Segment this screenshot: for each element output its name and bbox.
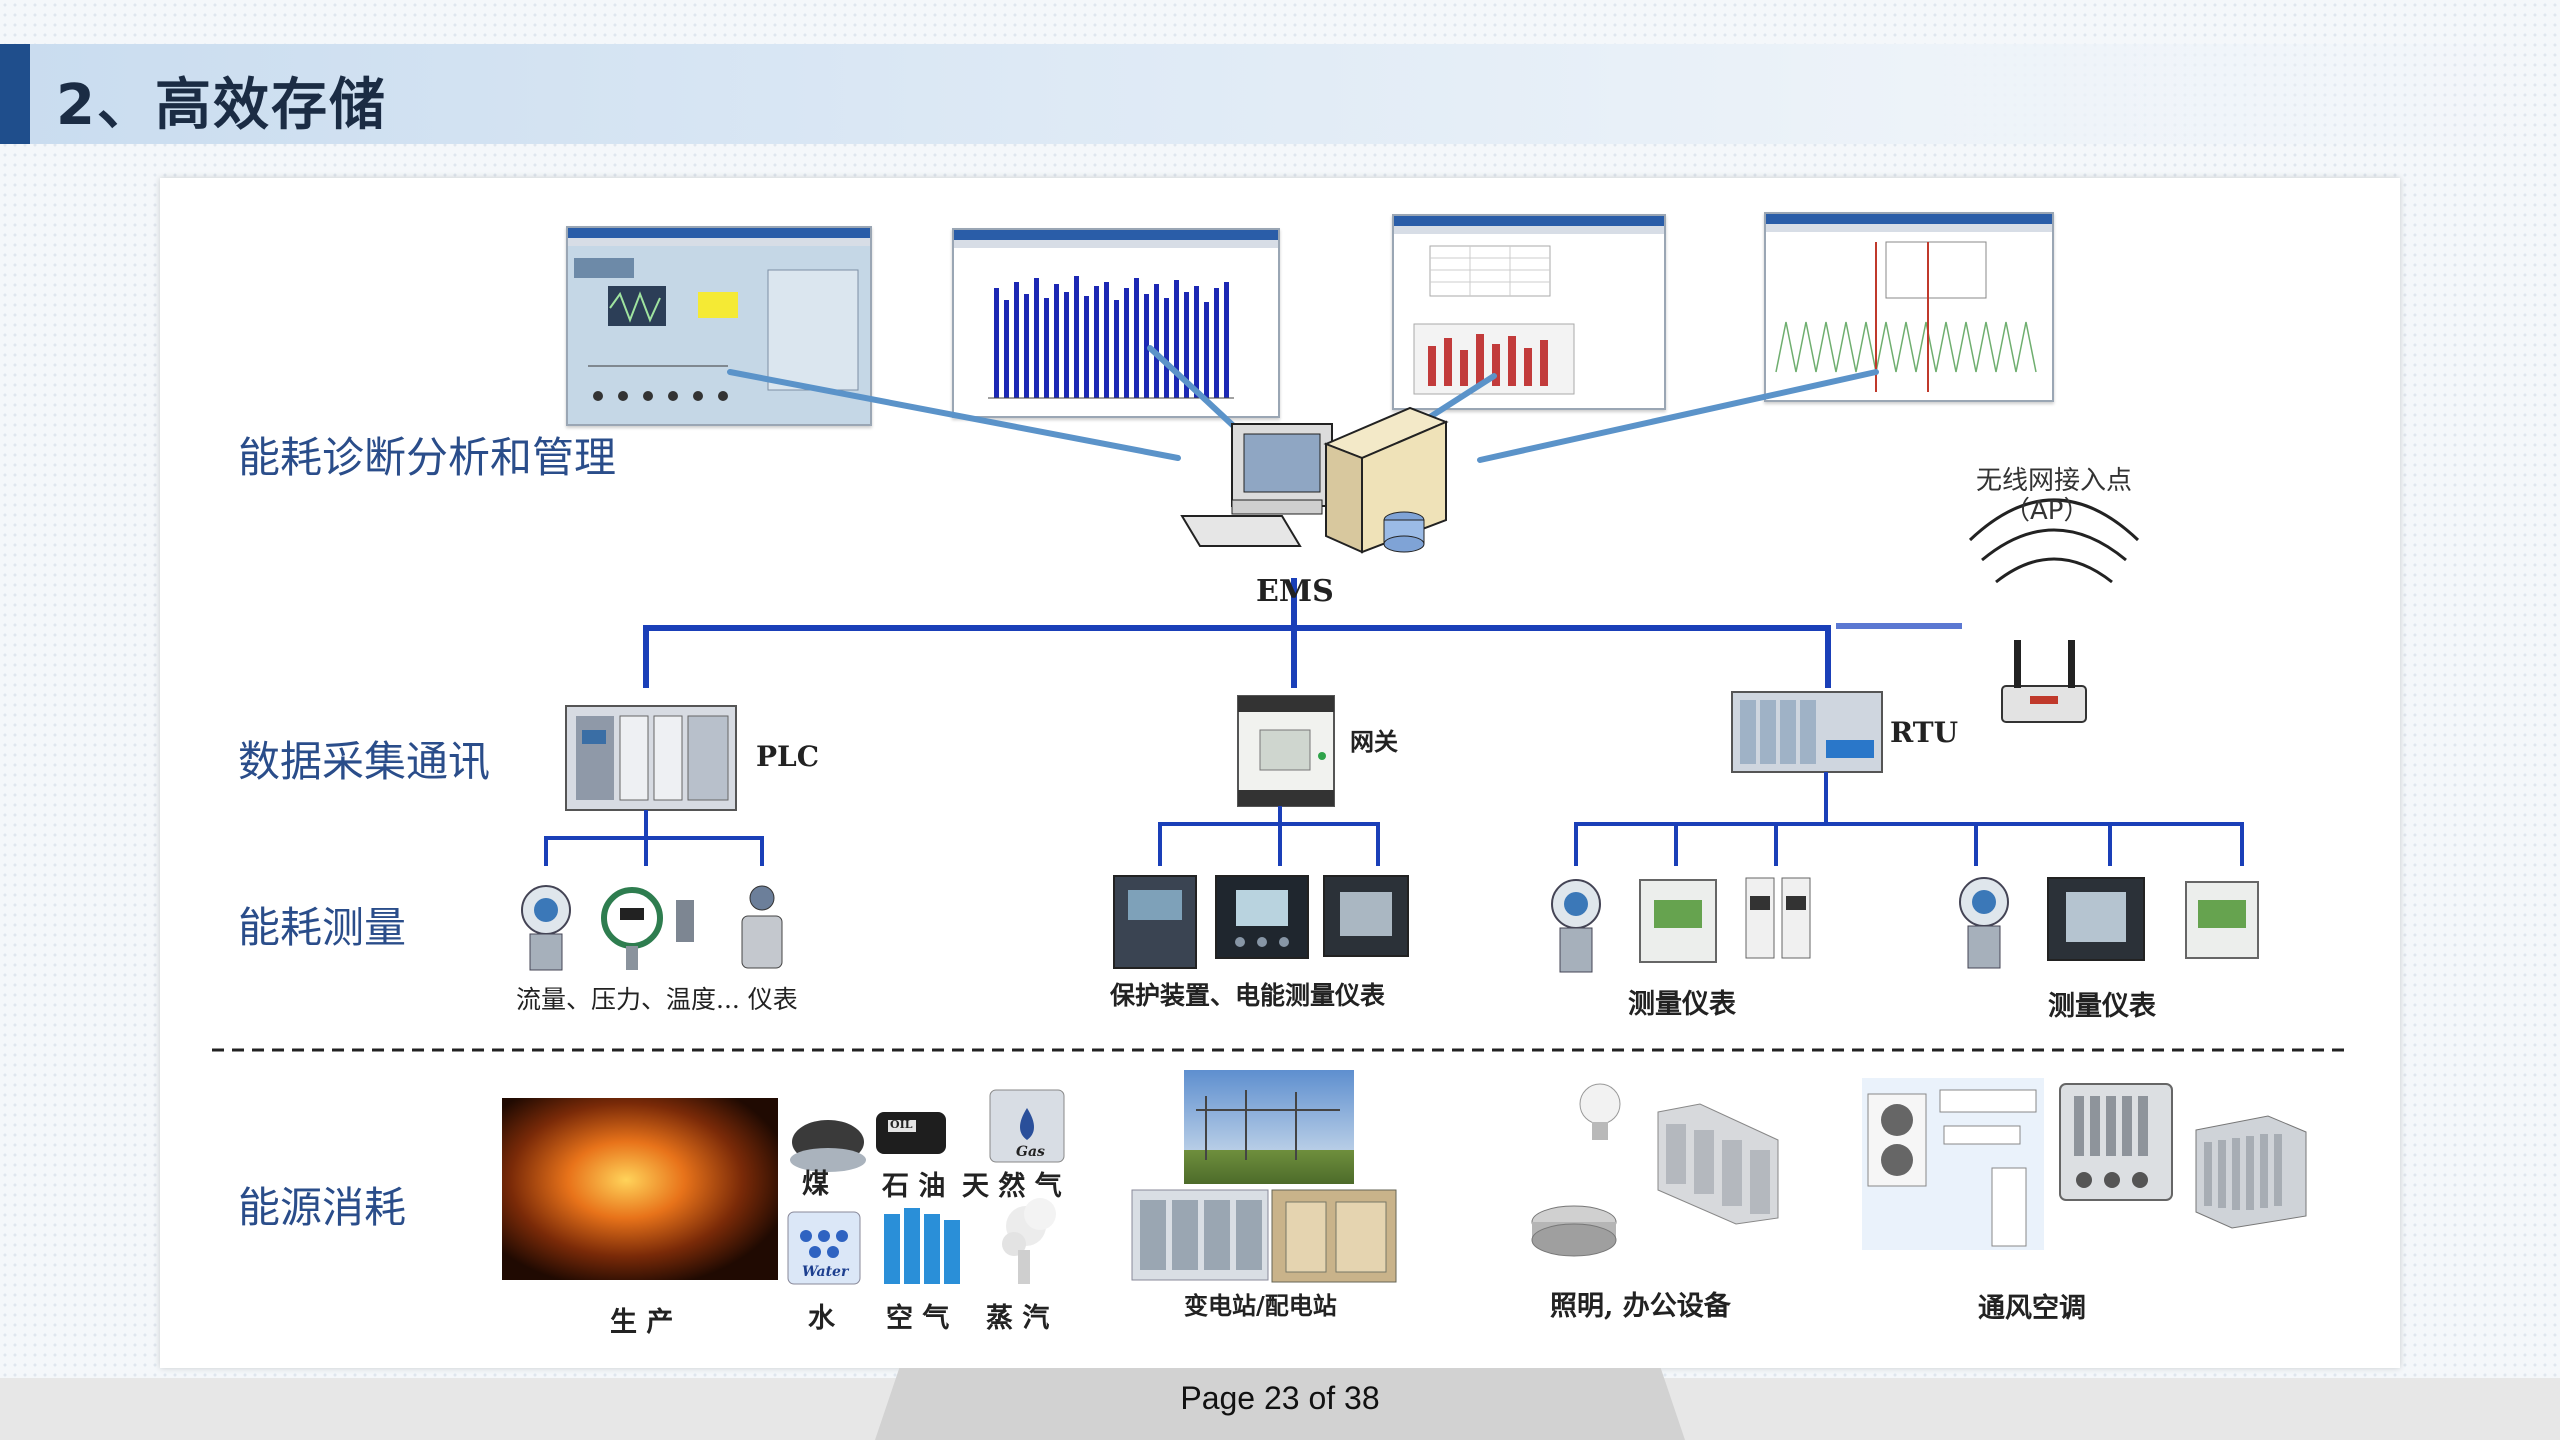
lighting-office-label: 照明, 办公设备 [1550, 1291, 1731, 1322]
light-bulb-icon [1579, 1083, 1621, 1140]
water-label: 水 [808, 1303, 835, 1334]
section-consumption-label: 能源消耗 [238, 1183, 407, 1232]
link-scada-ems [727, 369, 1181, 461]
gas-badge: Gas [1016, 1144, 1045, 1160]
coal-icon [790, 1120, 866, 1172]
gateway-label: 网关 [1350, 727, 1398, 756]
ems-server-icon [1323, 406, 1449, 554]
section-collection-label: 数据采集通讯 [238, 737, 491, 786]
flow-meter-icon-3 [1959, 877, 2009, 969]
energy-meter-icon-1 [1639, 879, 1717, 963]
temperature-sensor-icon [741, 885, 783, 969]
flow-meter-icon [521, 885, 571, 971]
page-number: Page 23 of 38 [1180, 1380, 1380, 1416]
water-icon [787, 1211, 861, 1285]
ems-label: EMS [1256, 574, 1334, 609]
ap-sub-label: （AP） [2004, 496, 2090, 526]
pressure-gauge-icon [601, 887, 694, 970]
link-barchart-ems [1147, 345, 1243, 435]
coal-label: 煤 [802, 1169, 829, 1200]
title-bar [0, 44, 2560, 144]
footer-tab [875, 1368, 1685, 1440]
distribution-cabinet-photo [1271, 1189, 1397, 1283]
hvac-units-photo [1862, 1078, 2044, 1250]
hvac-label: 通风空调 [1978, 1293, 2086, 1324]
rtu-meters-label-2: 测量仪表 [2048, 991, 2156, 1022]
gateway-icon [1237, 695, 1335, 807]
section-analysis-label: 能耗诊断分析和管理 [238, 433, 617, 482]
plc-meters-label: 流量、压力、温度... 仪表 [516, 985, 798, 1014]
wifi-waves-icon [1968, 498, 2140, 584]
ap-title-label: 无线网接入点 [1976, 466, 2133, 496]
substation-label: 变电站/配电站 [1184, 1291, 1337, 1320]
switchgear-photo [1131, 1189, 1269, 1281]
air-label: 空 气 [886, 1303, 950, 1334]
steam-label: 蒸 汽 [986, 1303, 1050, 1334]
gateway-meters-label: 保护装置、电能测量仪表 [1110, 981, 1386, 1010]
plc-label: PLC [756, 740, 820, 773]
main-bus [643, 625, 1831, 688]
link-waveform-ems [1477, 369, 1879, 463]
gas-icon [989, 1089, 1065, 1163]
office-server-rack-icon [1657, 1103, 1779, 1225]
rtu-icon [1731, 691, 1883, 773]
oil-label: 石 油 [882, 1171, 946, 1202]
scada-screenshot [566, 226, 872, 426]
section-measurement-label: 能耗测量 [238, 903, 407, 952]
waveform-screenshot [1764, 212, 2054, 402]
rtu-meters-label-1: 测量仪表 [1628, 989, 1736, 1020]
natural-gas-label: 天 然 气 [962, 1171, 1062, 1202]
substation-photo [1184, 1070, 1354, 1184]
production-label: 生 产 [610, 1307, 674, 1338]
page-title: 2、高效存储 [56, 73, 387, 138]
power-meter-icon-1 [1215, 875, 1309, 959]
report-screenshot [1392, 214, 1666, 410]
air-cylinder-icon [884, 1208, 960, 1284]
production-photo [502, 1098, 778, 1280]
plc-icon [565, 705, 737, 811]
water-badge: Water [802, 1264, 849, 1280]
bar-chart-screenshot [952, 228, 1280, 418]
title-accent [0, 44, 30, 144]
power-meter-icon-2 [1323, 875, 1409, 957]
protection-relay-icon [1113, 875, 1197, 969]
flow-meter-icon-2 [1551, 879, 1601, 973]
energy-meter-icon-2 [2185, 881, 2259, 959]
oil-barrel-icon [876, 1112, 946, 1154]
cooling-tower-icon [2195, 1115, 2307, 1229]
steam-icon [1002, 1198, 1056, 1284]
oil-badge: OIL [890, 1118, 913, 1131]
ems-workstation-icon [1180, 423, 1333, 547]
router-disk-icon [1531, 1205, 1617, 1257]
power-meter-icon-3 [2047, 877, 2145, 961]
rtu-label: RTU [1890, 716, 1959, 749]
din-meter-icon [1745, 877, 1811, 959]
ap-router-icon [2001, 640, 2087, 723]
chiller-unit-icon [2059, 1083, 2173, 1201]
